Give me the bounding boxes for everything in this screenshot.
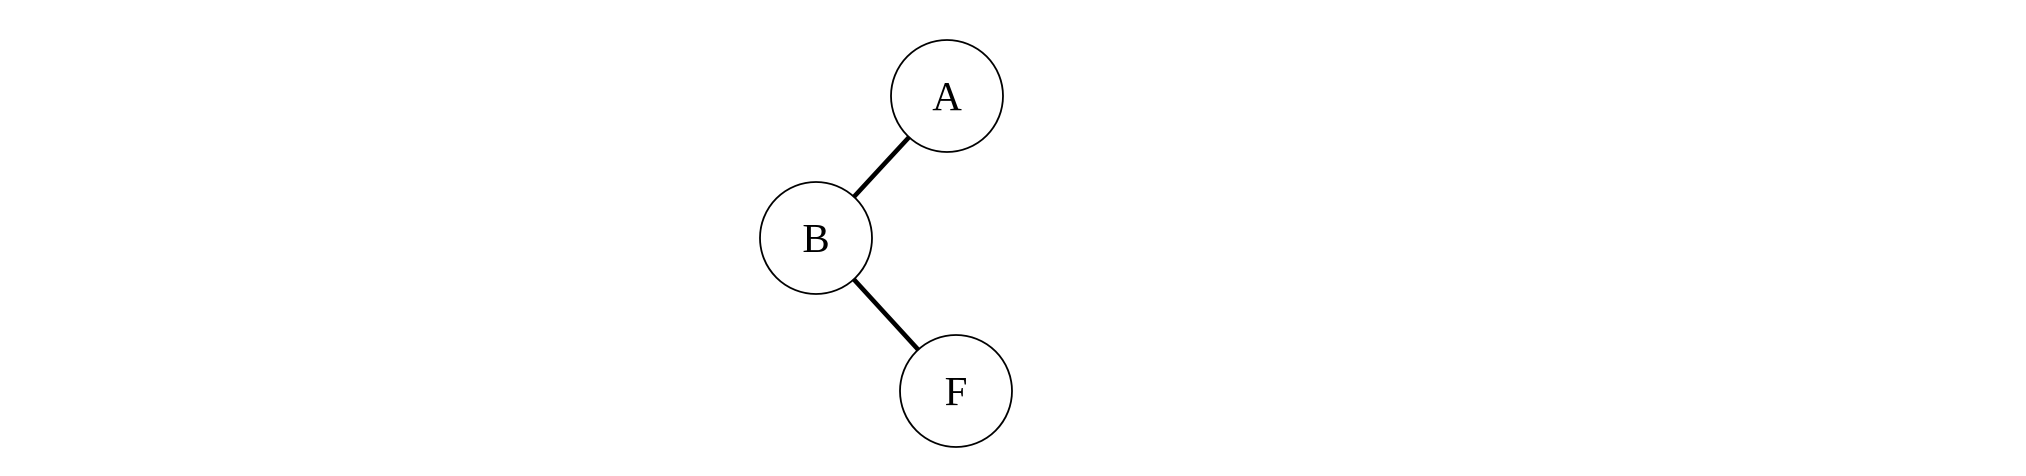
- node-label-f: F: [945, 368, 968, 414]
- node-label-b: B: [802, 215, 829, 261]
- graph-node-b[interactable]: B: [759, 181, 873, 295]
- graph-edge-b-f: [852, 277, 920, 352]
- node-layer: A B F: [759, 39, 1013, 448]
- graph-node-a[interactable]: A: [890, 39, 1004, 153]
- node-circle-b[interactable]: [759, 181, 873, 295]
- edge-layer: [852, 135, 920, 352]
- graph-node-f[interactable]: F: [899, 334, 1013, 448]
- node-circle-f[interactable]: [899, 334, 1013, 448]
- graph-edge-b-a: [852, 135, 911, 199]
- node-circle-a[interactable]: [890, 39, 1004, 153]
- node-label-a: A: [932, 73, 962, 119]
